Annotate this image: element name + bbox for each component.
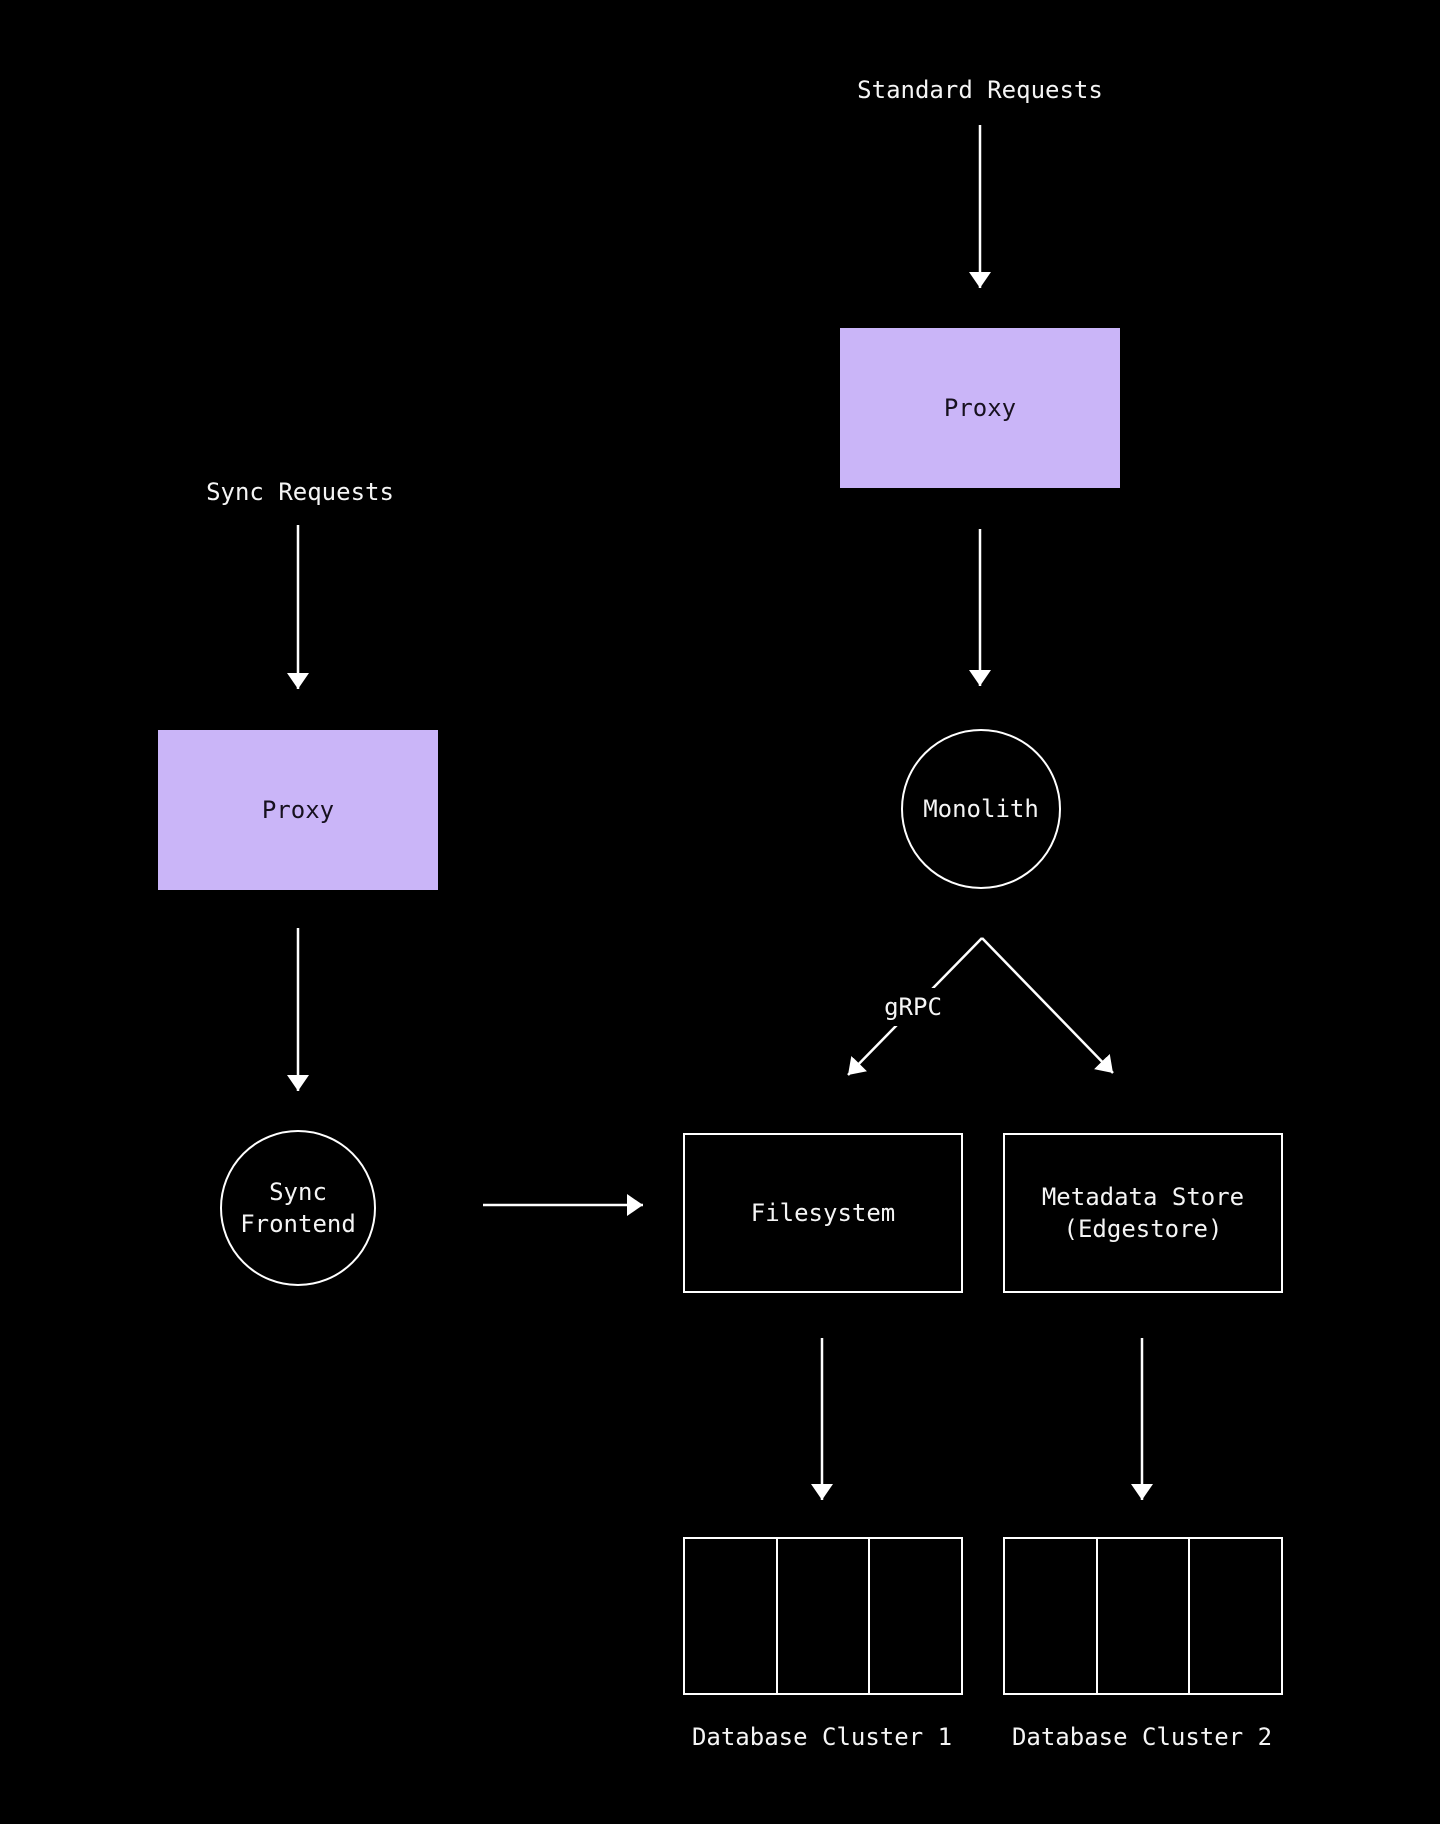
metadata-store-label-line1: Metadata Store bbox=[1041, 1183, 1245, 1211]
partition-cell bbox=[1095, 1539, 1189, 1693]
monolith-node: Monolith bbox=[901, 729, 1061, 889]
partition-cell bbox=[775, 1539, 869, 1693]
proxy-standard-node: Proxy bbox=[840, 328, 1120, 488]
sync-frontend-label-line2: Frontend bbox=[240, 1210, 356, 1238]
metadata-store-label-line2: (Edgestore) bbox=[1063, 1215, 1223, 1243]
sync-frontend-label-line1: Sync bbox=[269, 1178, 327, 1206]
database-cluster-2-node bbox=[1003, 1537, 1283, 1695]
database-cluster-2-label: Database Cluster 2 bbox=[1011, 1723, 1273, 1751]
partition-cell bbox=[868, 1539, 961, 1693]
proxy-sync-node: Proxy bbox=[158, 730, 438, 890]
sync-frontend-node: Sync Frontend bbox=[220, 1130, 376, 1286]
filesystem-node: Filesystem bbox=[683, 1133, 963, 1293]
sync-requests-label: Sync Requests bbox=[206, 478, 394, 506]
partition-cell bbox=[685, 1539, 776, 1693]
metadata-store-node: Metadata Store (Edgestore) bbox=[1003, 1133, 1283, 1293]
partition-cell bbox=[1005, 1539, 1096, 1693]
edge-monolith-to-metadata-store bbox=[981, 937, 1114, 1074]
grpc-edge-label: gRPC bbox=[872, 988, 954, 1026]
partition-cell bbox=[1188, 1539, 1281, 1693]
standard-requests-label: Standard Requests bbox=[857, 76, 1103, 104]
database-cluster-1-node bbox=[683, 1537, 963, 1695]
database-cluster-1-label: Database Cluster 1 bbox=[691, 1723, 953, 1751]
